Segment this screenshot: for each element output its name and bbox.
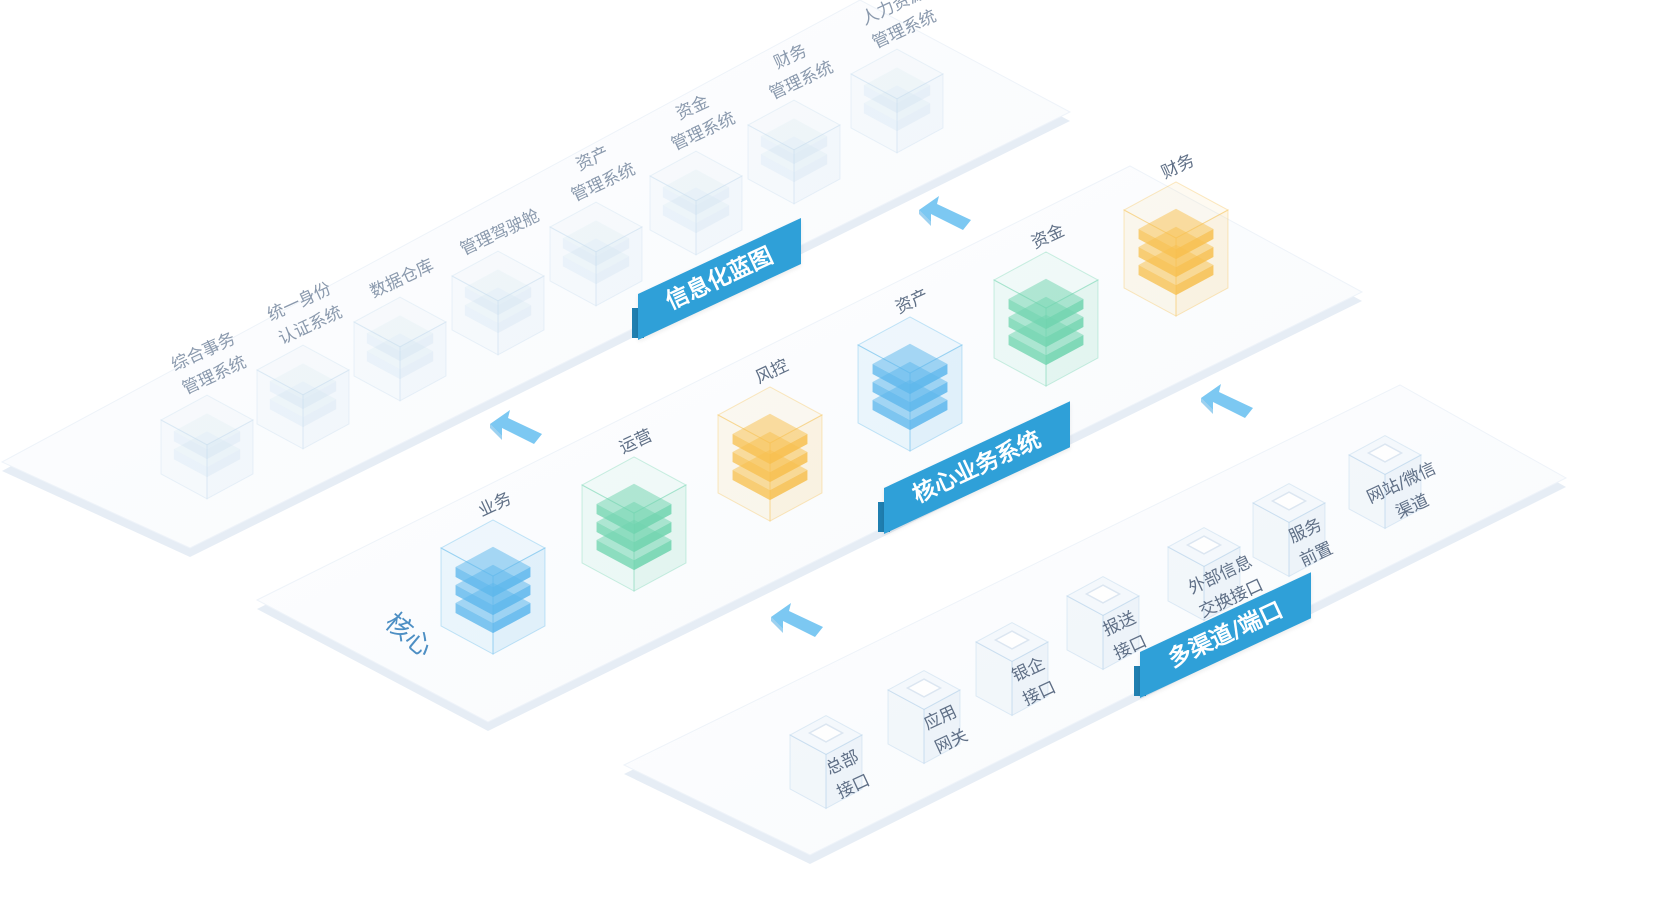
- info-module-7-cube: [746, 99, 842, 205]
- channel-module-1-cube: [788, 714, 864, 810]
- core-module-blue-4-cube: [856, 316, 964, 452]
- info-module-2-cube: [255, 344, 351, 450]
- up-arrow-icon: [490, 410, 542, 444]
- core-module-green-2-cube: [580, 456, 688, 592]
- channel-module-2-cube: [886, 669, 962, 765]
- platform-info: [0, 0, 1072, 549]
- info-module-8-cube: [849, 48, 945, 154]
- up-arrow-icon: [1201, 384, 1253, 418]
- info-module-3-cube: [352, 296, 448, 402]
- platform-core: [255, 165, 1364, 723]
- up-arrow-icon: [771, 603, 823, 637]
- info-module-4-cube: [450, 250, 546, 356]
- core-module-orange-6-cube: [1122, 181, 1230, 317]
- channel-module-6-cube: [1251, 482, 1327, 578]
- core-module-blue-1-cube: [439, 519, 547, 655]
- channel-module-7-cube: [1347, 434, 1423, 530]
- up-arrow-icon: [919, 196, 971, 230]
- info-module-5-cube: [548, 201, 644, 307]
- info-module-1-cube: [159, 394, 255, 500]
- platform-channel: [622, 384, 1568, 856]
- info-module-6-cube: [648, 150, 744, 256]
- core-module-green-5-cube: [992, 251, 1100, 387]
- channel-module-3-cube: [974, 621, 1050, 717]
- channel-module-5-cube: [1166, 526, 1242, 622]
- core-module-orange-3-cube: [716, 386, 824, 522]
- channel-module-4-cube: [1065, 575, 1141, 671]
